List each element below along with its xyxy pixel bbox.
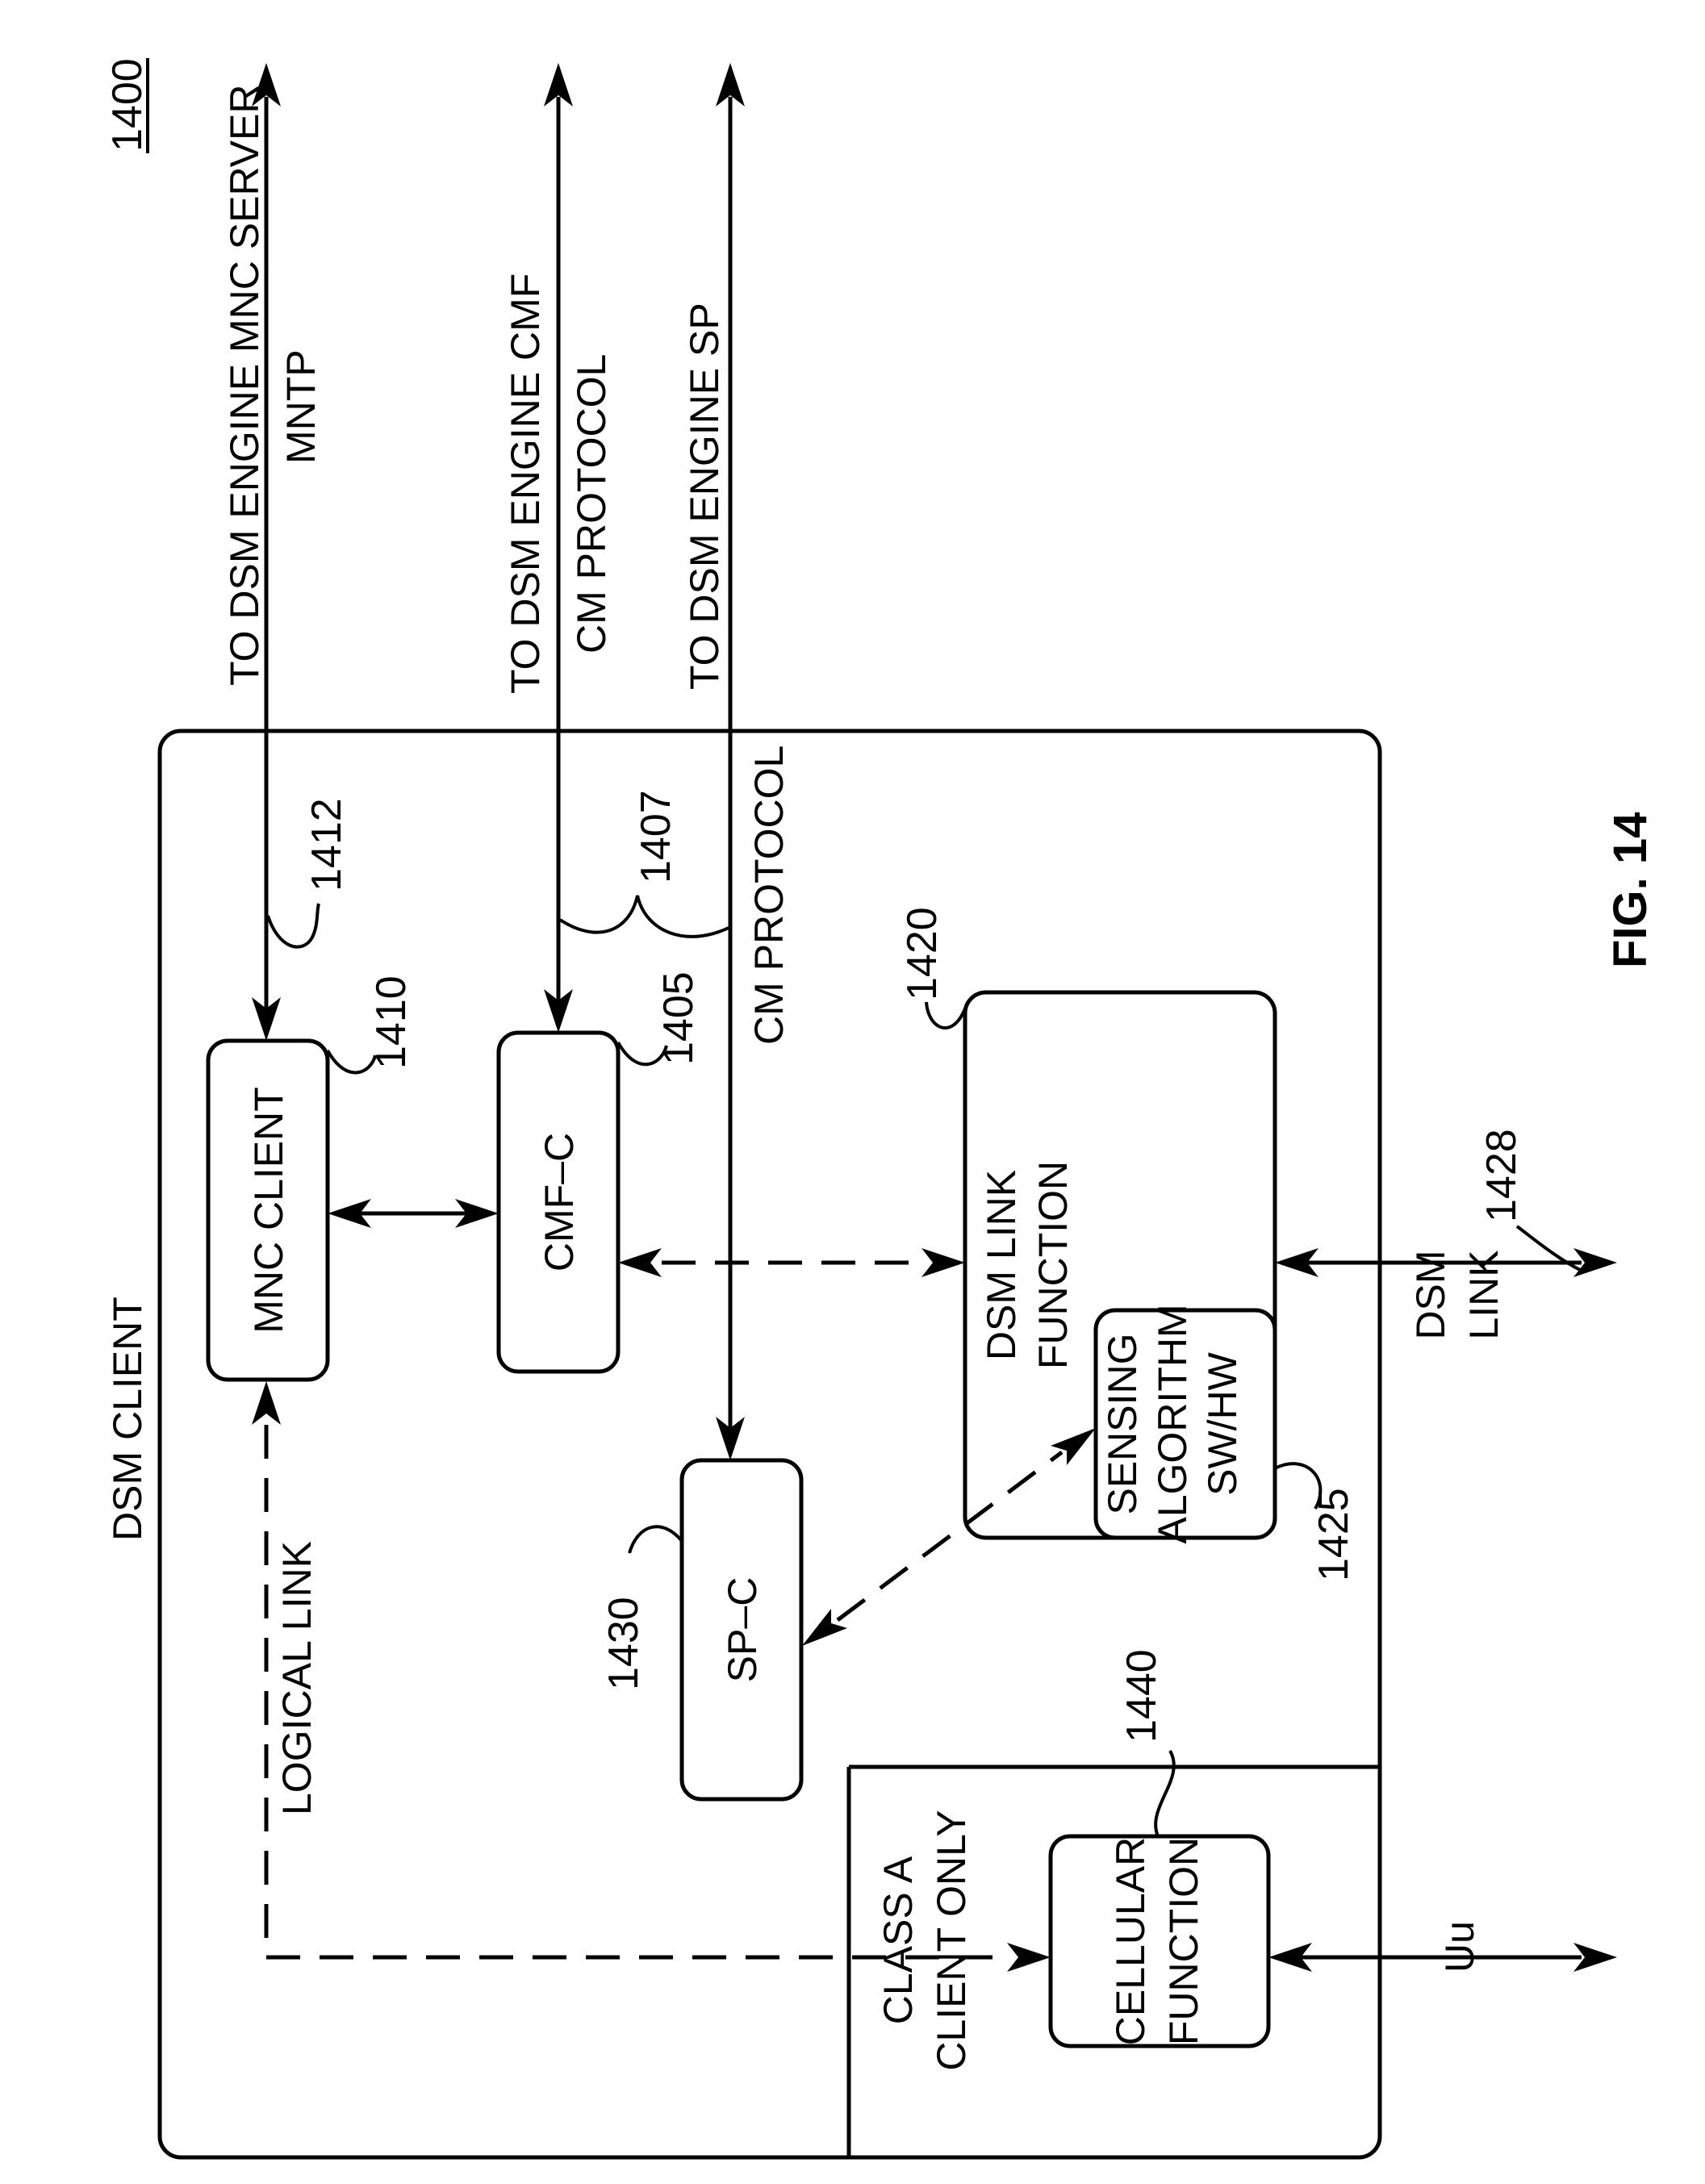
sensing-label-3: SW/HW xyxy=(1200,1351,1245,1496)
sp-label: TO DSM ENGINE SP xyxy=(682,303,727,690)
ref-1428: 1428 xyxy=(1478,1129,1525,1222)
ref-1412: 1412 xyxy=(303,798,350,892)
cmf-c-label: CMF–C xyxy=(537,1133,582,1272)
cellular-label-2: FUNCTION xyxy=(1161,1837,1206,2045)
dsm-client-label: DSM CLIENT xyxy=(105,1297,150,1541)
cmf-label: TO DSM ENGINE CMF xyxy=(503,274,548,694)
class-a-label-1: CLASS A xyxy=(875,1856,921,2024)
mnc-client-label: MNC CLIENT xyxy=(246,1087,291,1334)
lead-1440 xyxy=(1155,1751,1174,1836)
sensing-label-2: ALGORITHM xyxy=(1150,1304,1195,1543)
mnc-server-label: TO DSM ENGINE MNC SERVER xyxy=(222,85,267,686)
dsm-link-label-2: LINK xyxy=(1461,1250,1507,1339)
ref-1410: 1410 xyxy=(368,975,415,1069)
lead-1430 xyxy=(629,1526,682,1553)
ref-1425: 1425 xyxy=(1310,1488,1357,1581)
cellular-function-block xyxy=(1051,1836,1268,2046)
logical-link-arrow-right xyxy=(1007,1943,1051,1972)
cmf-protocol-label: CM PROTOCOL xyxy=(569,354,614,654)
ref-1430: 1430 xyxy=(600,1597,647,1690)
mnc-server-protocol-label: MNTP xyxy=(278,349,324,464)
figure-caption: FIG. 14 xyxy=(1604,812,1657,968)
dsm-link-function-label-2: FUNCTION xyxy=(1030,1161,1076,1369)
figure-number: 1400 xyxy=(104,58,151,152)
lead-1412 xyxy=(268,904,319,947)
ref-1407: 1407 xyxy=(633,790,679,883)
ref-1440: 1440 xyxy=(1118,1649,1165,1743)
spc-sensing-arrow-lower xyxy=(802,1609,847,1646)
class-a-label-2: CLIENT ONLY xyxy=(929,1810,974,2070)
ref-1405: 1405 xyxy=(655,971,702,1065)
ref-1420: 1420 xyxy=(899,907,946,1000)
cellular-label-1: CELLULAR xyxy=(1108,1837,1153,2045)
sensing-label-1: SENSING xyxy=(1100,1333,1145,1514)
dsm-link-label-1: DSM xyxy=(1408,1250,1453,1339)
cm-protocol-label: CM PROTOCOL xyxy=(746,745,792,1045)
lead-1407 xyxy=(560,896,729,937)
sp-c-label: SP–C xyxy=(720,1577,765,1683)
label-figure-number: 1400 xyxy=(104,58,151,153)
uu-label: Uu xyxy=(1437,1921,1482,1973)
dsm-link-function-label-1: DSM LINK xyxy=(979,1170,1024,1360)
logical-link-arrow-up xyxy=(252,1381,281,1425)
cmf-dsm-arrow-right xyxy=(921,1248,965,1277)
cmf-dsm-arrow-left xyxy=(618,1248,662,1277)
lead-1420 xyxy=(926,1002,965,1028)
logical-link-label: LOGICAL LINK xyxy=(274,1541,320,1815)
